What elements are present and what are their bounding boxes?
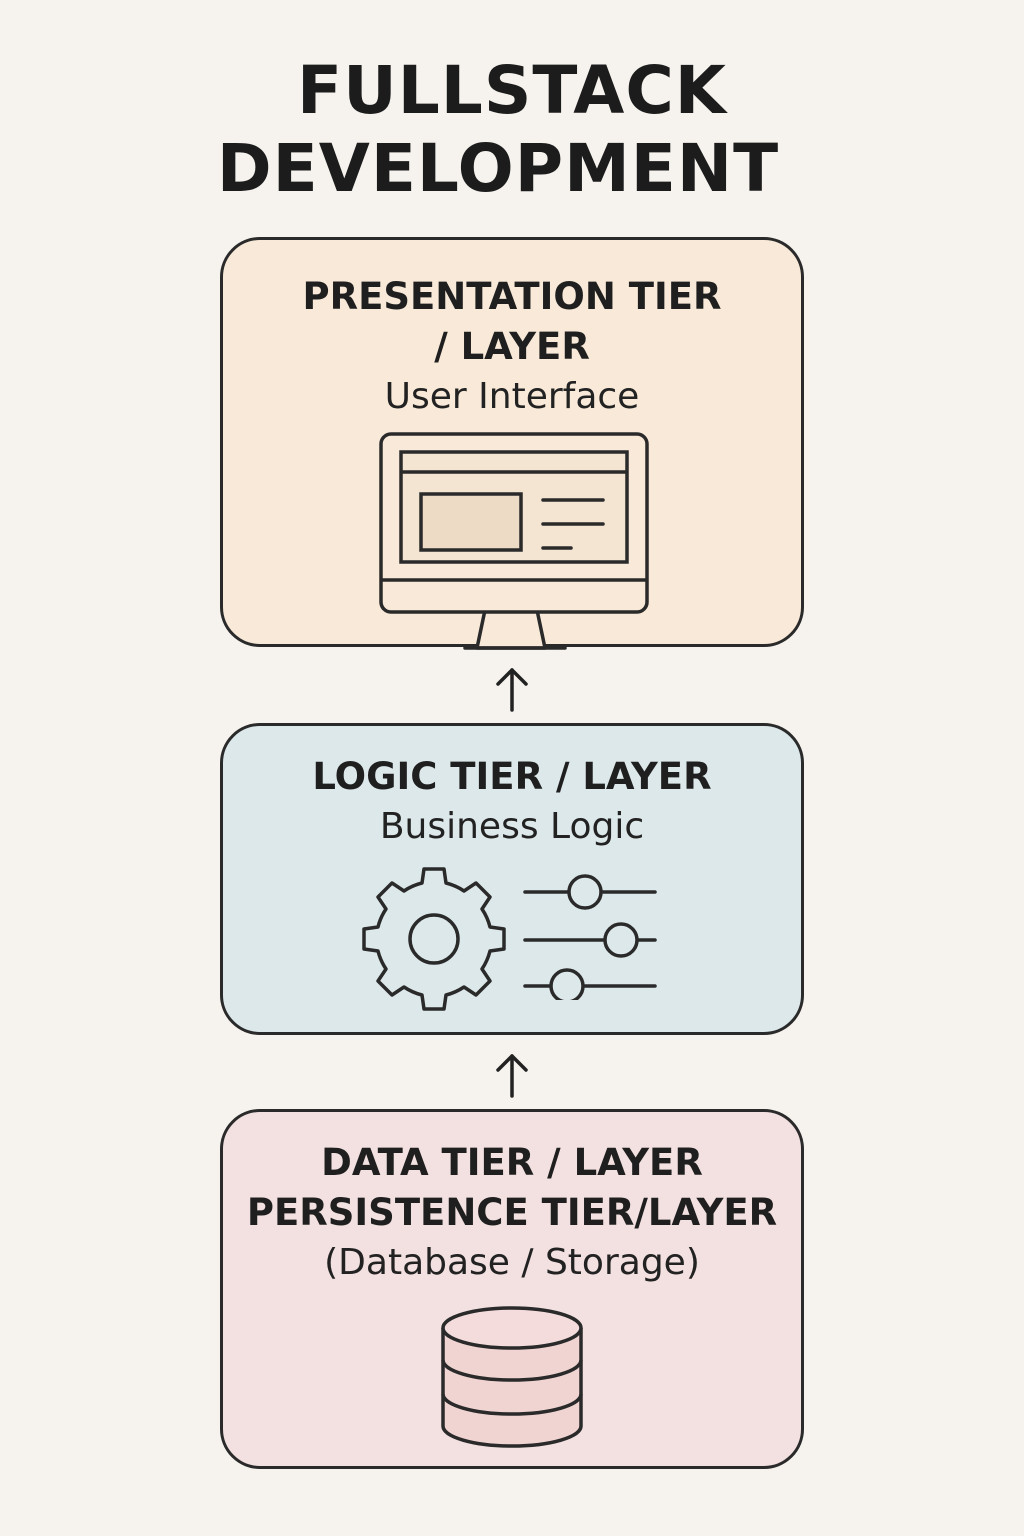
data-tier-text: DATA TIER / LAYER PERSISTENCE TIER/LAYER…: [223, 1138, 801, 1288]
gear-icon: [362, 867, 506, 1011]
logic-tier-heading: LOGIC TIER / LAYER: [312, 755, 712, 798]
data-tier-heading-line-1: DATA TIER / LAYER: [321, 1141, 703, 1184]
monitor-icon: [379, 432, 649, 650]
arrow-up-icon: [496, 1054, 528, 1098]
logic-tier-text: LOGIC TIER / LAYER Business Logic: [223, 752, 801, 852]
sliders-icon: [523, 874, 657, 1000]
page-title: FULLSTACK DEVELOPMENT: [0, 52, 1024, 208]
logic-tier-subtitle: Business Logic: [379, 806, 645, 847]
title-line-2: DEVELOPMENT: [216, 130, 780, 207]
arrow-up-icon: [496, 668, 528, 712]
data-tier-heading-line-2: PERSISTENCE TIER/LAYER: [246, 1191, 778, 1234]
presentation-tier-box: PRESENTATION TIER / LAYER User Interface: [220, 237, 804, 650]
presentation-tier-heading-line-1: PRESENTATION TIER: [302, 275, 722, 318]
data-tier-box: DATA TIER / LAYER PERSISTENCE TIER/LAYER…: [220, 1109, 804, 1469]
presentation-tier-subtitle: User Interface: [384, 376, 640, 417]
data-tier-subtitle: (Database / Storage): [324, 1242, 700, 1283]
presentation-tier-heading-line-2: / LAYER: [434, 325, 590, 368]
database-icon: [441, 1306, 583, 1448]
title-line-1: FULLSTACK: [297, 52, 727, 129]
logic-tier-box: LOGIC TIER / LAYER Business Logic: [220, 723, 804, 1035]
presentation-tier-text: PRESENTATION TIER / LAYER User Interface: [223, 272, 801, 422]
